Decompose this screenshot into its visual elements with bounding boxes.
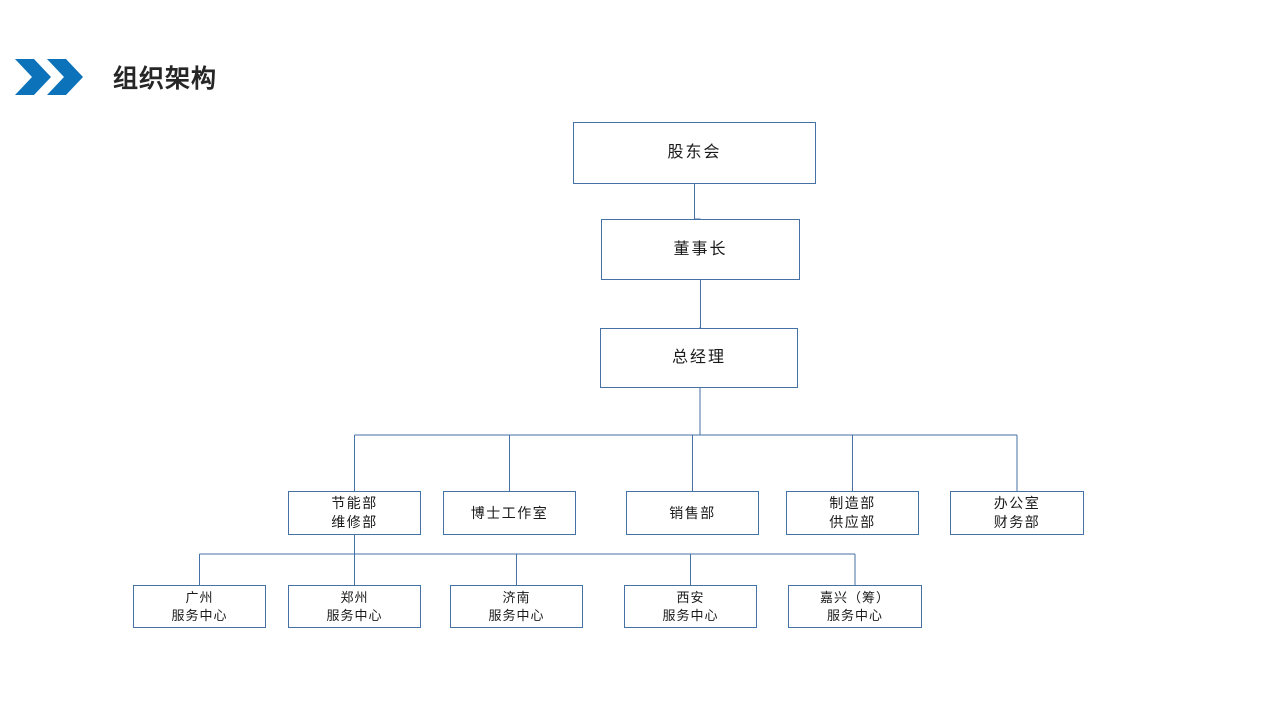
org-node-label: 广州 [185, 589, 214, 605]
org-node-label: 服务中心 [662, 607, 719, 623]
org-node-label: 济南 [502, 589, 531, 605]
double-chevron-right-icon [15, 59, 83, 95]
org-node-label: 服务中心 [488, 607, 545, 623]
org-node-office-finance[interactable]: 办公室财务部 [950, 491, 1084, 535]
org-node-label: 服务中心 [171, 607, 228, 623]
org-node-jiaxing-service[interactable]: 嘉兴（筹） 服务中心 [788, 585, 922, 628]
org-node-sales[interactable]: 销售部 [626, 491, 759, 535]
org-node-label: 总经理 [671, 349, 726, 366]
org-node-label: 供应部 [829, 514, 876, 530]
org-node-energy-maintenance[interactable]: 节能部维修部 [288, 491, 421, 535]
org-node-label: 服务中心 [326, 607, 383, 623]
org-node-label: 服务中心 [826, 607, 883, 623]
org-node-label: 销售部 [669, 504, 716, 521]
org-node-jinan-service[interactable]: 济南服务中心 [450, 585, 583, 628]
org-node-label: 办公室 [993, 495, 1041, 511]
org-node-general-manager[interactable]: 总经理 [600, 328, 798, 388]
org-node-label: 维修部 [331, 514, 378, 530]
org-node-doctoral-studio[interactable]: 博士工作室 [443, 491, 576, 535]
page-title: 组织架构 [113, 65, 218, 93]
org-node-label: 郑州 [340, 589, 369, 605]
org-node-zhengzhou-service[interactable]: 郑州服务中心 [288, 585, 421, 628]
org-node-label: 嘉兴（筹） [819, 589, 890, 605]
org-node-label: 董事长 [673, 240, 728, 258]
org-node-label: 制造部 [829, 495, 876, 511]
org-node-xian-service[interactable]: 西安服务中心 [624, 585, 757, 628]
org-node-label: 财务部 [993, 514, 1041, 530]
org-node-label: 股东会 [667, 144, 722, 161]
org-node-label: 节能部 [331, 495, 378, 511]
org-node-manufacturing-supply[interactable]: 制造部供应部 [786, 491, 919, 535]
org-node-shareholders[interactable]: 股东会 [573, 122, 816, 184]
org-node-chairman[interactable]: 董事长 [601, 219, 800, 280]
org-node-guangzhou-service[interactable]: 广州服务中心 [133, 585, 266, 628]
org-node-label: 博士工作室 [470, 504, 549, 521]
org-node-label: 西安 [676, 589, 705, 605]
slide-header: 组织架构 [0, 0, 1280, 130]
